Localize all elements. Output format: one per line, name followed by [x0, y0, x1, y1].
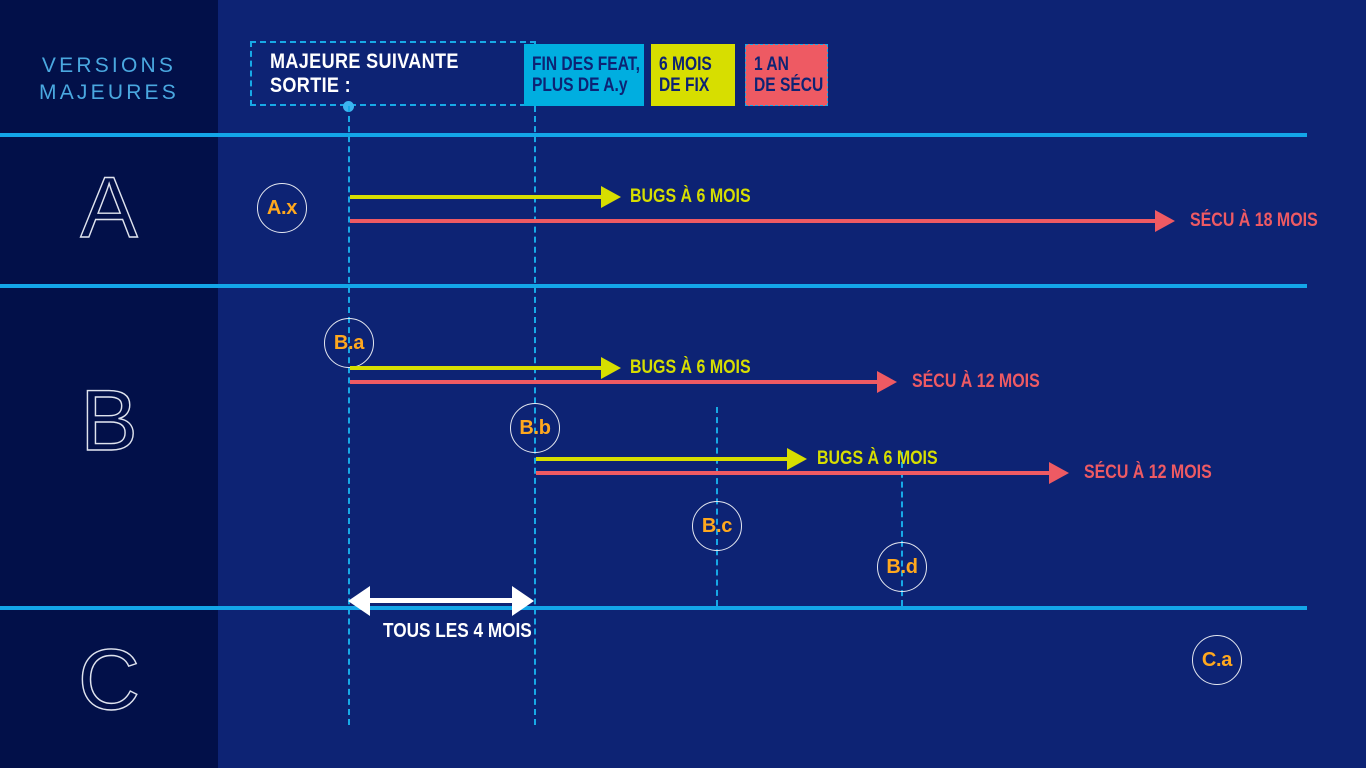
version-circle-ca[interactable]: C.a	[1192, 635, 1242, 685]
badge-fin-des-feat-line1: FIN DES FEAT,	[532, 54, 640, 75]
badge-6-mois-de-fix-line1: 6 MOIS	[659, 54, 712, 75]
cadence-label: TOUS LES 4 MOIS	[383, 620, 532, 642]
badge-6-mois-de-fix[interactable]: 6 MOIS DE FIX	[651, 44, 735, 106]
version-circle-bb-label: B.b	[519, 416, 551, 439]
secu-bar-ba	[350, 380, 877, 384]
badge-fin-des-feat-line2: PLUS DE A.y	[532, 75, 628, 96]
version-circle-bc-label: B.c	[701, 514, 733, 537]
badge-1-an-de-secu[interactable]: 1 AN DE SÉCU	[745, 44, 828, 106]
row-letter-a-glyph: A	[80, 160, 139, 256]
version-circle-ba[interactable]: B.a	[324, 318, 374, 368]
secu-arrowhead-ax	[1155, 210, 1175, 232]
bugs-bar-bb	[536, 457, 787, 461]
bugs-bar-ba	[350, 366, 601, 370]
version-circle-bd-label: B.d	[886, 555, 918, 578]
version-circle-ca-label: C.a	[1201, 648, 1233, 671]
bugs-arrowhead-bb	[787, 448, 807, 470]
sidebar-title-line2: MAJEURES	[39, 81, 179, 104]
row-letter-b: B	[0, 373, 218, 469]
row-letter-c: C	[0, 632, 218, 728]
bugs-bar-ax	[350, 195, 601, 199]
bugs-label-bb: BUGS À 6 MOIS	[817, 448, 938, 469]
next-release-label: MAJEURE SUIVANTE SORTIE :	[270, 49, 459, 97]
cadence-arrowhead-left	[348, 586, 370, 616]
sidebar-title: VERSIONS MAJEURES	[0, 52, 218, 106]
secu-arrowhead-ba	[877, 371, 897, 393]
version-circle-bd[interactable]: B.d	[877, 542, 927, 592]
separator-a-b	[0, 284, 1307, 288]
separator-b-c	[0, 606, 1307, 610]
bugs-arrowhead-ba	[601, 357, 621, 379]
version-circle-bc[interactable]: B.c	[692, 501, 742, 551]
secu-label-bb: SÉCU À 12 MOIS	[1084, 462, 1212, 483]
row-letter-c-glyph: C	[77, 632, 141, 728]
bugs-arrowhead-ax	[601, 186, 621, 208]
sidebar-title-line1: VERSIONS	[41, 54, 177, 77]
badge-6-mois-de-fix-line2: DE FIX	[659, 75, 710, 96]
secu-label-ba: SÉCU À 12 MOIS	[912, 371, 1040, 392]
cadence-line	[366, 598, 518, 603]
row-letter-b-glyph: B	[80, 373, 139, 469]
cadence-arrowhead-right	[512, 586, 534, 616]
badge-fin-des-feat[interactable]: FIN DES FEAT, PLUS DE A.y	[524, 44, 644, 106]
secu-bar-bb	[536, 471, 1049, 475]
sidebar	[0, 0, 218, 768]
secu-label-ax: SÉCU À 18 MOIS	[1190, 210, 1318, 231]
badge-1-an-de-secu-line1: 1 AN	[754, 54, 789, 75]
guide-line-bd	[901, 452, 903, 606]
version-circle-ax[interactable]: A.x	[257, 183, 307, 233]
version-circle-ax-label: A.x	[266, 196, 298, 219]
row-letter-a: A	[0, 160, 218, 256]
guide-line-ax	[348, 106, 350, 725]
bugs-label-ax: BUGS À 6 MOIS	[630, 186, 751, 207]
separator-header-a	[0, 133, 1307, 137]
version-circle-ba-label: B.a	[333, 331, 365, 354]
version-circle-bb[interactable]: B.b	[510, 403, 560, 453]
secu-bar-ax	[350, 219, 1155, 223]
bugs-label-ba: BUGS À 6 MOIS	[630, 357, 751, 378]
secu-arrowhead-bb	[1049, 462, 1069, 484]
badge-1-an-de-secu-line2: DE SÉCU	[754, 75, 824, 96]
